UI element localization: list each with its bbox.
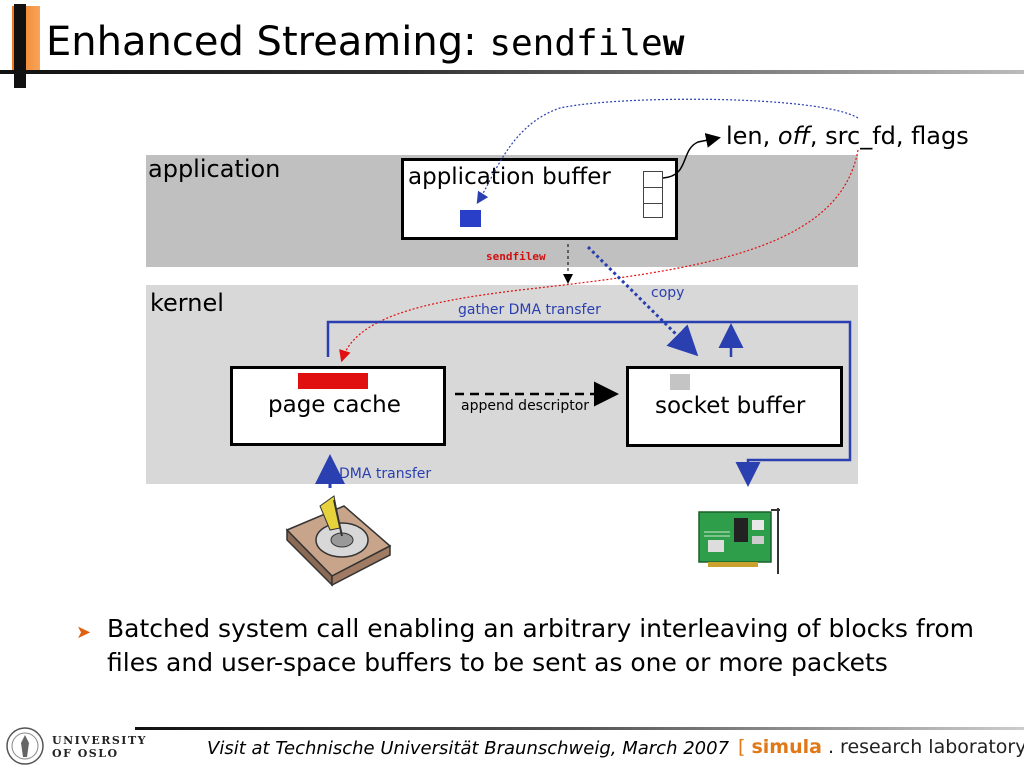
- application-label: application: [148, 155, 281, 183]
- copy-arrow: [586, 245, 699, 357]
- sendfilew-call-label: sendfilew: [486, 250, 546, 263]
- footer-event-text: Visit at Technische Universität Braunsch…: [207, 738, 730, 759]
- university-seal-icon: [6, 727, 44, 765]
- title-code: sendfile: [489, 23, 663, 64]
- args-rest: , src_fd, flags: [809, 122, 969, 150]
- application-buffer-box: [401, 158, 678, 240]
- simula-rest: . research laboratory: [821, 736, 1024, 758]
- title-text: Enhanced Streaming:: [46, 19, 490, 65]
- args-off: off: [777, 122, 810, 150]
- hard-disk-icon: [285, 495, 392, 587]
- page-cache-label: page cache: [268, 392, 401, 418]
- socket-buffer-descriptor: [670, 374, 690, 390]
- application-buffer-label: application buffer: [408, 164, 611, 190]
- dma-transfer-label: DMA transfer: [339, 466, 432, 482]
- gather-dma-label: gather DMA transfer: [458, 302, 601, 318]
- simula-logo: [ simula . research laboratory ]: [738, 736, 1024, 758]
- bullet-text: Batched system call enabling an arbitrar…: [107, 614, 975, 677]
- argument-struct: [643, 171, 663, 218]
- bullet-marker-icon: ➤: [76, 622, 92, 643]
- simula-brand: simula: [751, 736, 822, 758]
- network-card-icon: [698, 508, 780, 574]
- copy-label: copy: [651, 285, 685, 301]
- title-rule: [0, 70, 1024, 74]
- buffer-block-blue: [460, 210, 481, 227]
- buffer-pointer-dotted-arrow: [476, 98, 859, 205]
- syscall-arguments-label: len, off, src_fd, flags: [726, 122, 969, 150]
- file-pointer-dotted-arrow: [339, 149, 859, 363]
- university-line-2: OF OSLO: [52, 747, 119, 760]
- page-cache-block-red: [298, 373, 368, 389]
- args-pointer-arrow: [662, 132, 721, 179]
- footer-rule: [135, 727, 1024, 730]
- simula-bracket-open: [: [738, 736, 752, 758]
- socket-buffer-label: socket buffer: [655, 393, 806, 419]
- append-descriptor-label: append descriptor: [461, 398, 590, 414]
- title-code-bold: w: [662, 23, 685, 64]
- slide-title: Enhanced Streaming: sendfilew: [46, 16, 684, 70]
- socket-buffer-box: [626, 366, 843, 447]
- args-len: len,: [726, 122, 778, 150]
- university-line-1: UNIVERSITY: [52, 734, 147, 747]
- gather-dma-path: [326, 320, 852, 487]
- title-accent-black-bar: [14, 4, 26, 88]
- argument-struct-row: [644, 188, 662, 204]
- page-cache-box: [230, 366, 446, 446]
- argument-struct-row: [644, 172, 662, 188]
- kernel-label: kernel: [150, 289, 224, 317]
